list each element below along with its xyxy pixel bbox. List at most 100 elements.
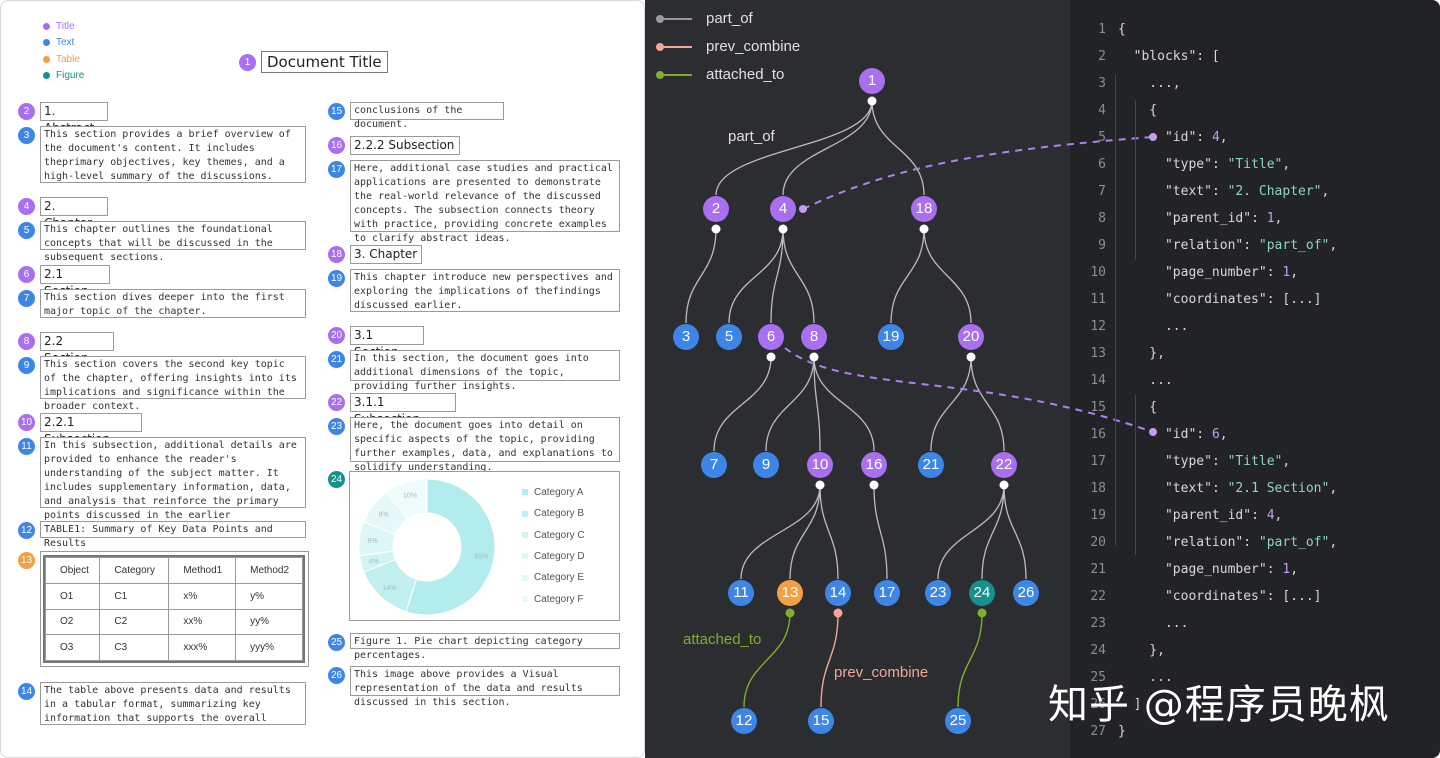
block-badge: 11 xyxy=(18,438,35,455)
part-of-edge xyxy=(713,356,772,452)
code-text: "id": 6, xyxy=(1164,427,1228,442)
donut-legend-item: Category C xyxy=(522,530,585,541)
block-badge: 26 xyxy=(328,667,345,684)
document-title: Document Title xyxy=(261,51,388,73)
graph-node: 25 xyxy=(945,708,971,734)
part-of-edge xyxy=(789,484,821,580)
table-cell: xxx% xyxy=(168,634,237,661)
line-number: 25 xyxy=(1090,670,1106,685)
part-of-edge xyxy=(819,484,839,580)
section-heading: 2.2.2 Subsection xyxy=(350,136,460,155)
code-line: 14 ... xyxy=(1070,367,1440,394)
line-number: 14 xyxy=(1090,373,1106,388)
graph-node: 1 xyxy=(859,68,885,94)
legend-dot-icon xyxy=(43,22,50,30)
json-code-view xyxy=(1070,0,1440,758)
block-tree-graph xyxy=(685,96,1157,708)
code-line: 2 "blocks": [ xyxy=(1070,43,1440,70)
table-cell: O1 xyxy=(44,582,101,610)
part-of-edge xyxy=(765,356,815,452)
graph-node: 21 xyxy=(918,452,944,478)
code-text: { xyxy=(1118,400,1158,415)
table-cell: C2 xyxy=(99,608,170,636)
donut-slice-label: 8% xyxy=(367,538,377,545)
legend-swatch-icon xyxy=(522,489,528,496)
line-number: 12 xyxy=(1090,319,1106,334)
edge-anchor-dot xyxy=(1149,428,1157,436)
block-badge: 17 xyxy=(328,161,345,178)
line-number: 4 xyxy=(1098,103,1106,118)
legend-label: Title xyxy=(56,21,75,32)
block-badge: 8 xyxy=(18,333,35,350)
line-number: 13 xyxy=(1090,346,1106,361)
code-text: "id": 4, xyxy=(1164,130,1228,145)
code-text: ..., xyxy=(1118,76,1181,91)
graph-node: 18 xyxy=(911,196,937,222)
line-number: 23 xyxy=(1090,616,1106,631)
part-of-edge xyxy=(930,356,972,452)
legend-item-text: Text xyxy=(43,37,74,48)
edge-anchor-dot xyxy=(778,224,788,234)
edge-anchor-dot xyxy=(999,480,1009,490)
donut-legend-label: Category F xyxy=(534,593,584,605)
part-of-edge xyxy=(871,100,925,196)
donut-legend-label: Category D xyxy=(534,550,585,562)
line-number: 20 xyxy=(1090,535,1106,550)
edge-anchor-dot xyxy=(809,352,819,362)
code-text: ... xyxy=(1118,670,1173,685)
line-number: 8 xyxy=(1098,211,1106,226)
edge-anchor-dot xyxy=(919,224,929,234)
line-number: 2 xyxy=(1098,49,1106,64)
donut-legend-item: Category D xyxy=(522,551,585,562)
graph-node: 19 xyxy=(878,324,904,350)
code-line: 8 "parent_id": 1, xyxy=(1070,205,1440,232)
block-badge: 19 xyxy=(328,270,345,287)
block-badge: 6 xyxy=(18,266,35,283)
donut-legend-item: Category E xyxy=(522,572,584,583)
code-text: "parent_id": 1, xyxy=(1164,211,1283,226)
section-heading: 2.2.1 Subsection xyxy=(40,413,142,446)
code-text: }, xyxy=(1118,346,1165,361)
line-number: 3 xyxy=(1098,76,1106,91)
edge-anchor-dot xyxy=(1149,133,1157,141)
block-badge: 1 xyxy=(239,54,256,71)
code-line: 25 ... xyxy=(1070,664,1440,691)
code-text: "relation": "part_of", xyxy=(1164,238,1338,253)
legend-label: Figure xyxy=(56,70,85,81)
edge-anchor-dot xyxy=(833,608,843,618)
indent-guide xyxy=(1135,100,1136,260)
edge-legend-item: part_of xyxy=(656,10,753,27)
graph-node: 9 xyxy=(753,452,779,478)
edge-legend-item: attached_to xyxy=(656,66,784,83)
code-text: "type": "Title", xyxy=(1164,157,1291,172)
legend-dot-icon xyxy=(43,55,50,63)
line-number: 10 xyxy=(1090,265,1106,280)
edge-anchor-dot xyxy=(815,480,825,490)
block-badge: 25 xyxy=(328,634,345,651)
prev-combine-edge xyxy=(820,612,839,708)
legend-label: Table xyxy=(56,54,80,65)
donut-legend-label: Category B xyxy=(534,508,585,520)
edge-label: attached_to xyxy=(683,631,762,648)
edge-anchor-dot xyxy=(785,608,795,618)
code-text: "coordinates": [...] xyxy=(1164,292,1322,307)
code-line: 1{ xyxy=(1070,16,1440,43)
block-badge: 16 xyxy=(328,137,345,154)
code-text: { xyxy=(1118,103,1158,118)
code-text: "text": "2.1 Section", xyxy=(1164,481,1338,496)
part-of-edge xyxy=(970,356,1005,452)
line-number: 7 xyxy=(1098,184,1106,199)
line-number: 1 xyxy=(1098,22,1106,37)
donut-legend-item: Category B xyxy=(522,508,584,519)
legend-dot-icon xyxy=(43,38,50,46)
block-badge: 4 xyxy=(18,198,35,215)
donut-legend-item: Category A xyxy=(522,487,583,498)
text-block: In this subsection, additional details a… xyxy=(40,437,306,535)
edge-anchor-dot xyxy=(766,352,776,362)
section-heading: 2.1 Section xyxy=(40,265,110,298)
donut-legend-label: Category A xyxy=(534,487,584,498)
